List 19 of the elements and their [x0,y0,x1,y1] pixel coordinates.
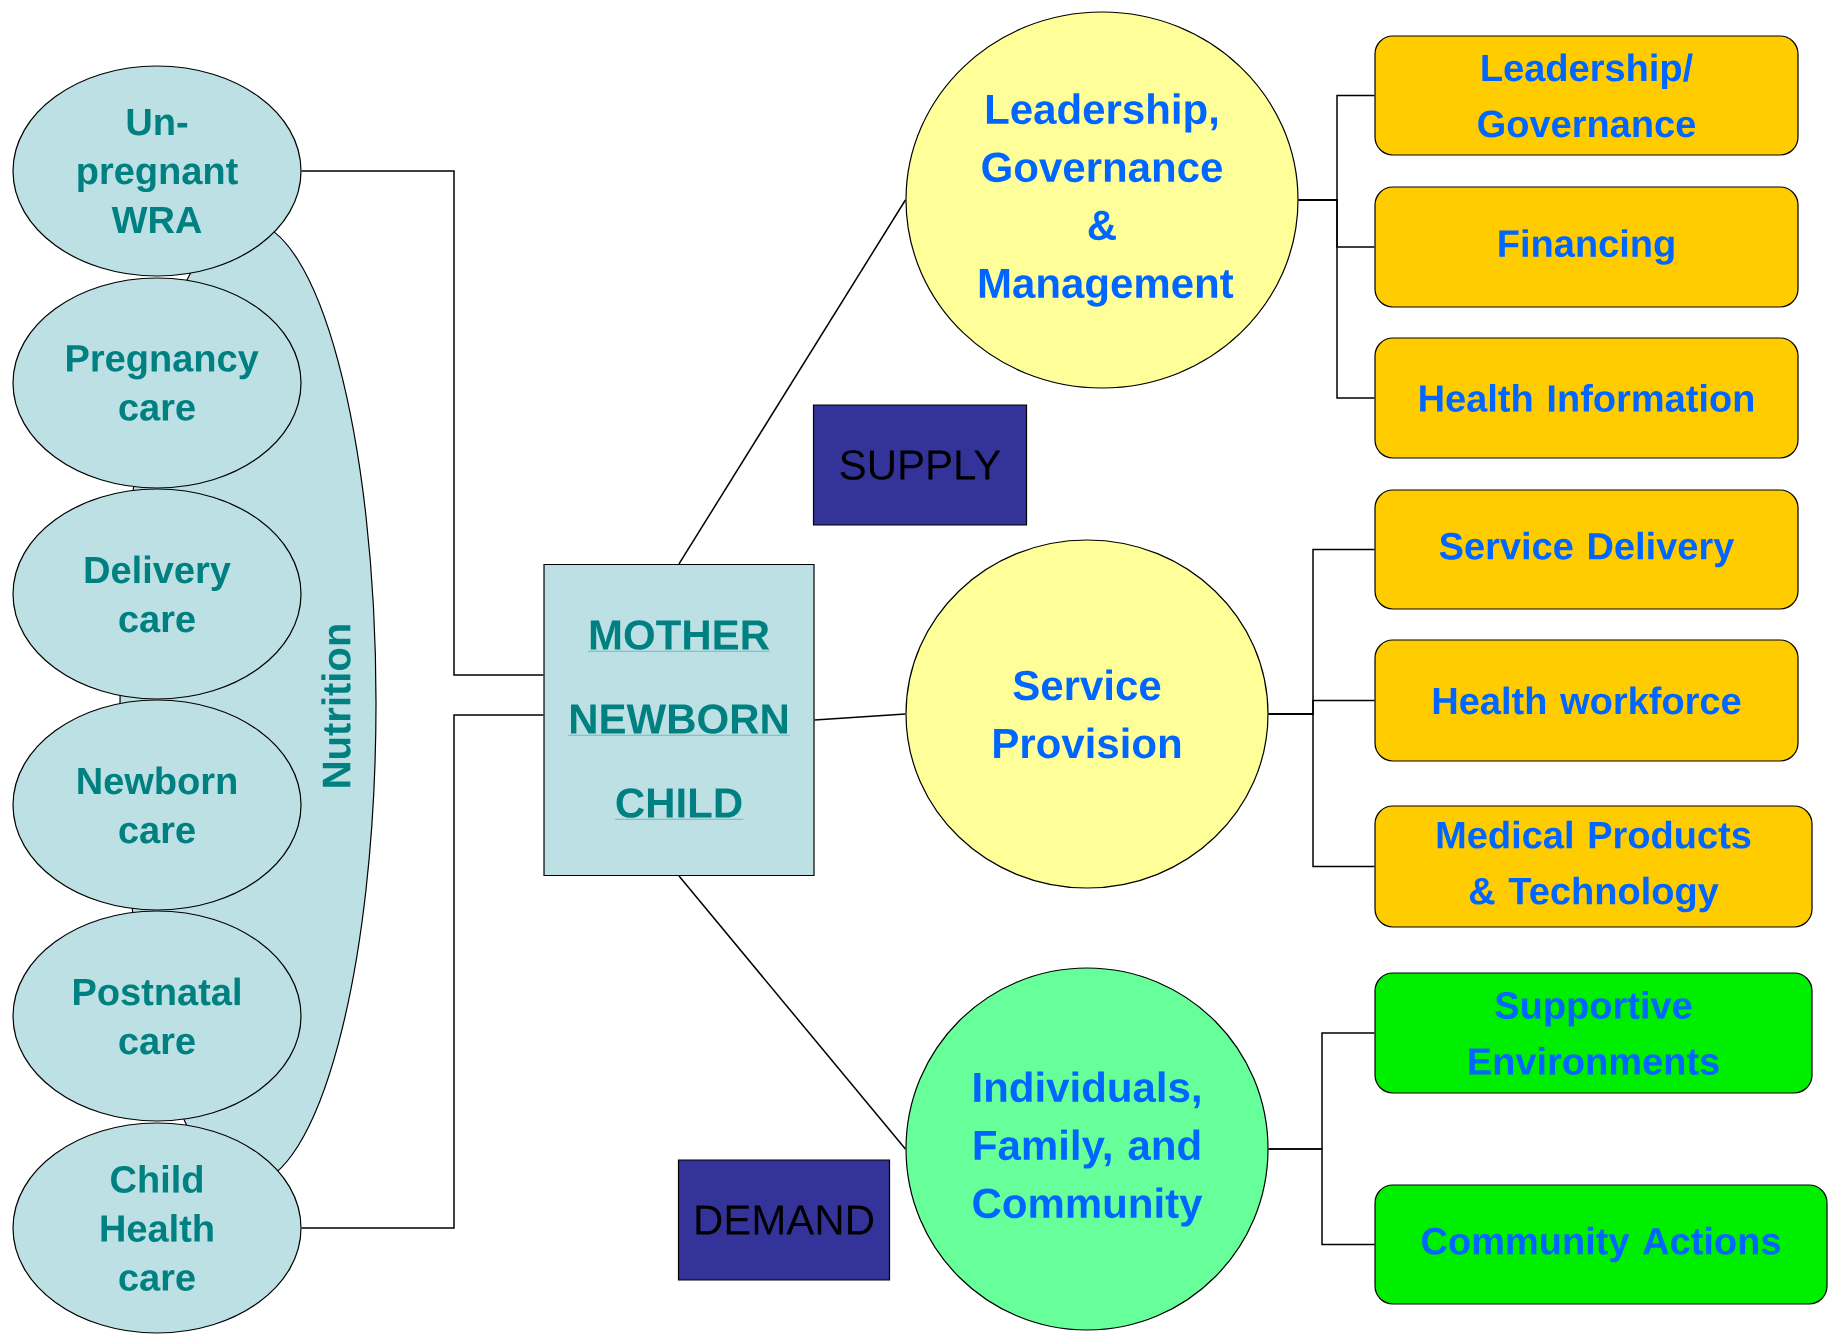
connector-line [1267,1148,1376,1246]
component-box: Leadership/ Governance [1374,35,1799,156]
connector-line [678,199,907,565]
group-box: MOTHER NEWBORN CHILD [543,563,815,877]
component-box: Community Actions [1374,1184,1828,1305]
connector-line [300,170,545,676]
connector-line [1267,713,1376,868]
component-box: Supportive Environments [1374,972,1813,1094]
connector-line [1297,199,1376,399]
component-box: Financing [1374,186,1799,308]
label-box: SUPPLY [812,404,1028,526]
connector-line [678,875,907,1150]
component-box: Medical Products & Technology [1374,805,1813,928]
component-box: Health workforce [1374,639,1799,762]
component-box: Health Information [1374,337,1799,459]
connector-line [300,714,545,1229]
label-box: DEMAND [677,1159,891,1281]
component-box: Service Delivery [1374,489,1799,610]
connector-line [813,713,907,721]
